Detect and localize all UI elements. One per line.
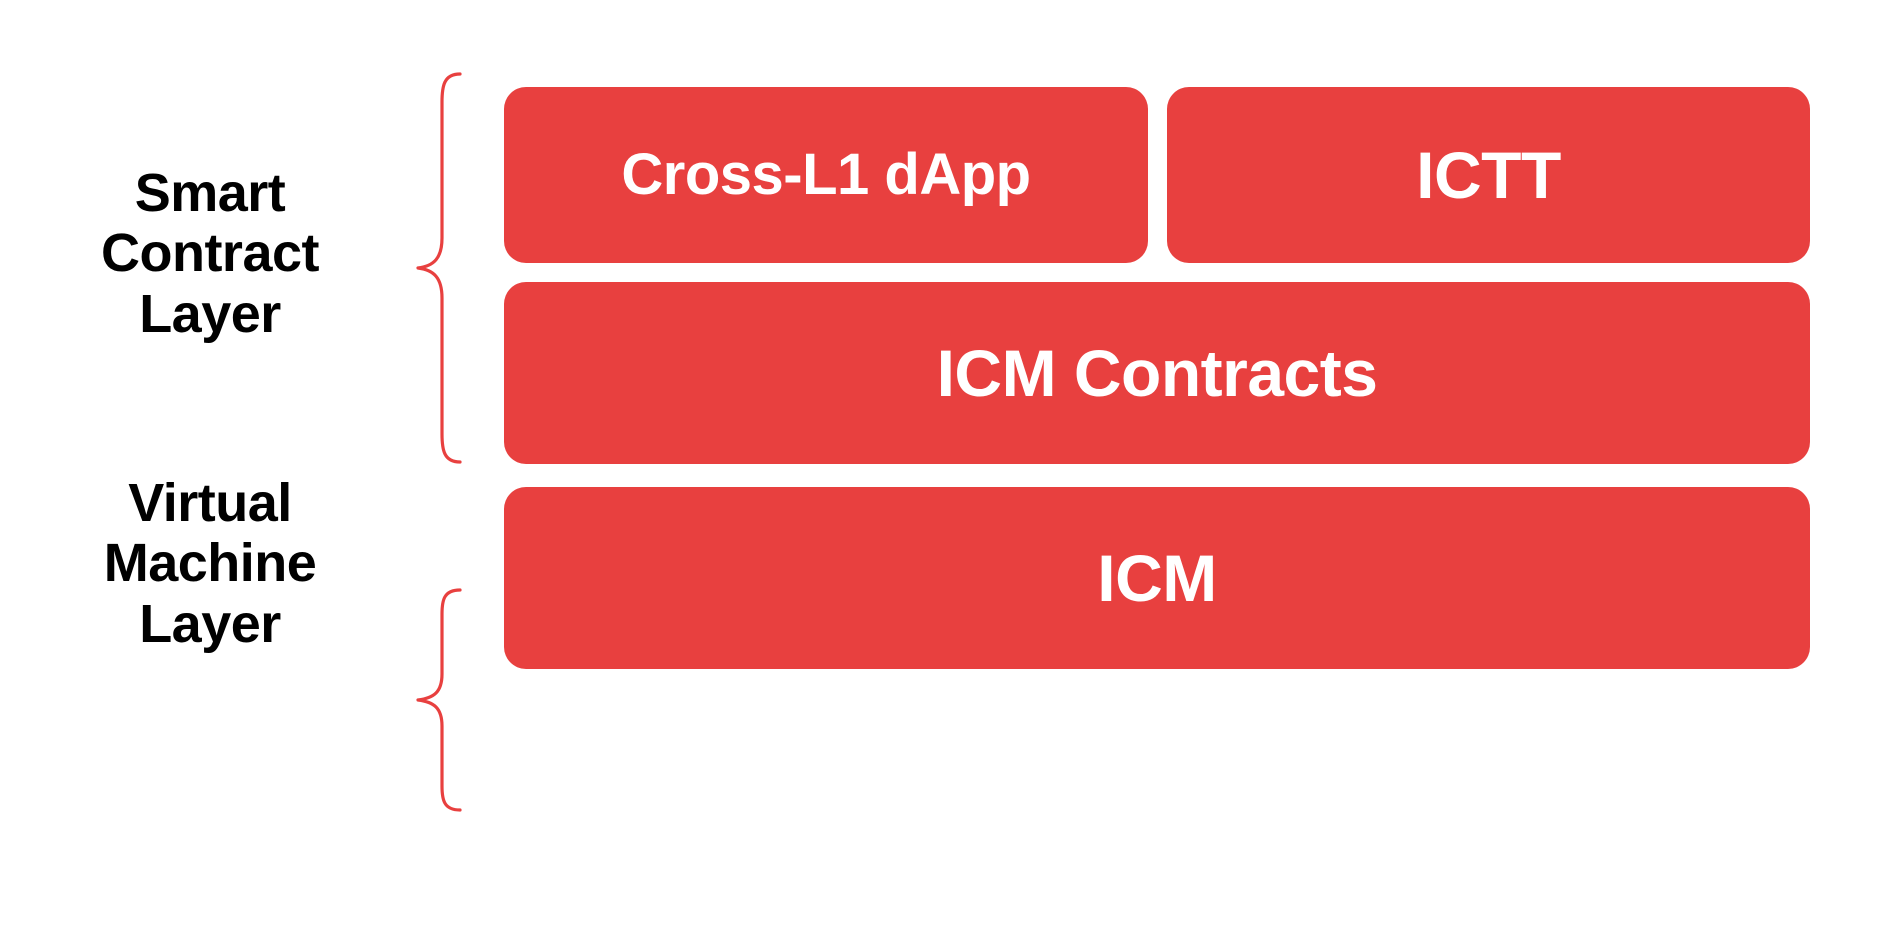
node-label-icm-contracts: ICM Contracts <box>936 336 1378 410</box>
curly-brace-left-icon-virtual-machine <box>416 588 462 812</box>
node-label-cross-l1-dapp: Cross-L1 dApp <box>621 142 1031 207</box>
node-box-icm-contracts[interactable]: ICM Contracts <box>504 282 1810 464</box>
node-label-ictt: ICTT <box>1416 138 1561 212</box>
curly-brace-left-icon-smart-contract <box>416 72 462 464</box>
layer-label-virtual-machine: Virtual Machine Layer <box>103 473 317 654</box>
node-box-ictt[interactable]: ICTT <box>1167 87 1810 263</box>
node-box-cross-l1-dapp[interactable]: Cross-L1 dApp <box>504 87 1148 263</box>
node-label-icm: ICM <box>1097 541 1217 615</box>
layer-label-smart-contract: Smart Contract Layer <box>100 163 320 344</box>
node-box-icm[interactable]: ICM <box>504 487 1810 669</box>
